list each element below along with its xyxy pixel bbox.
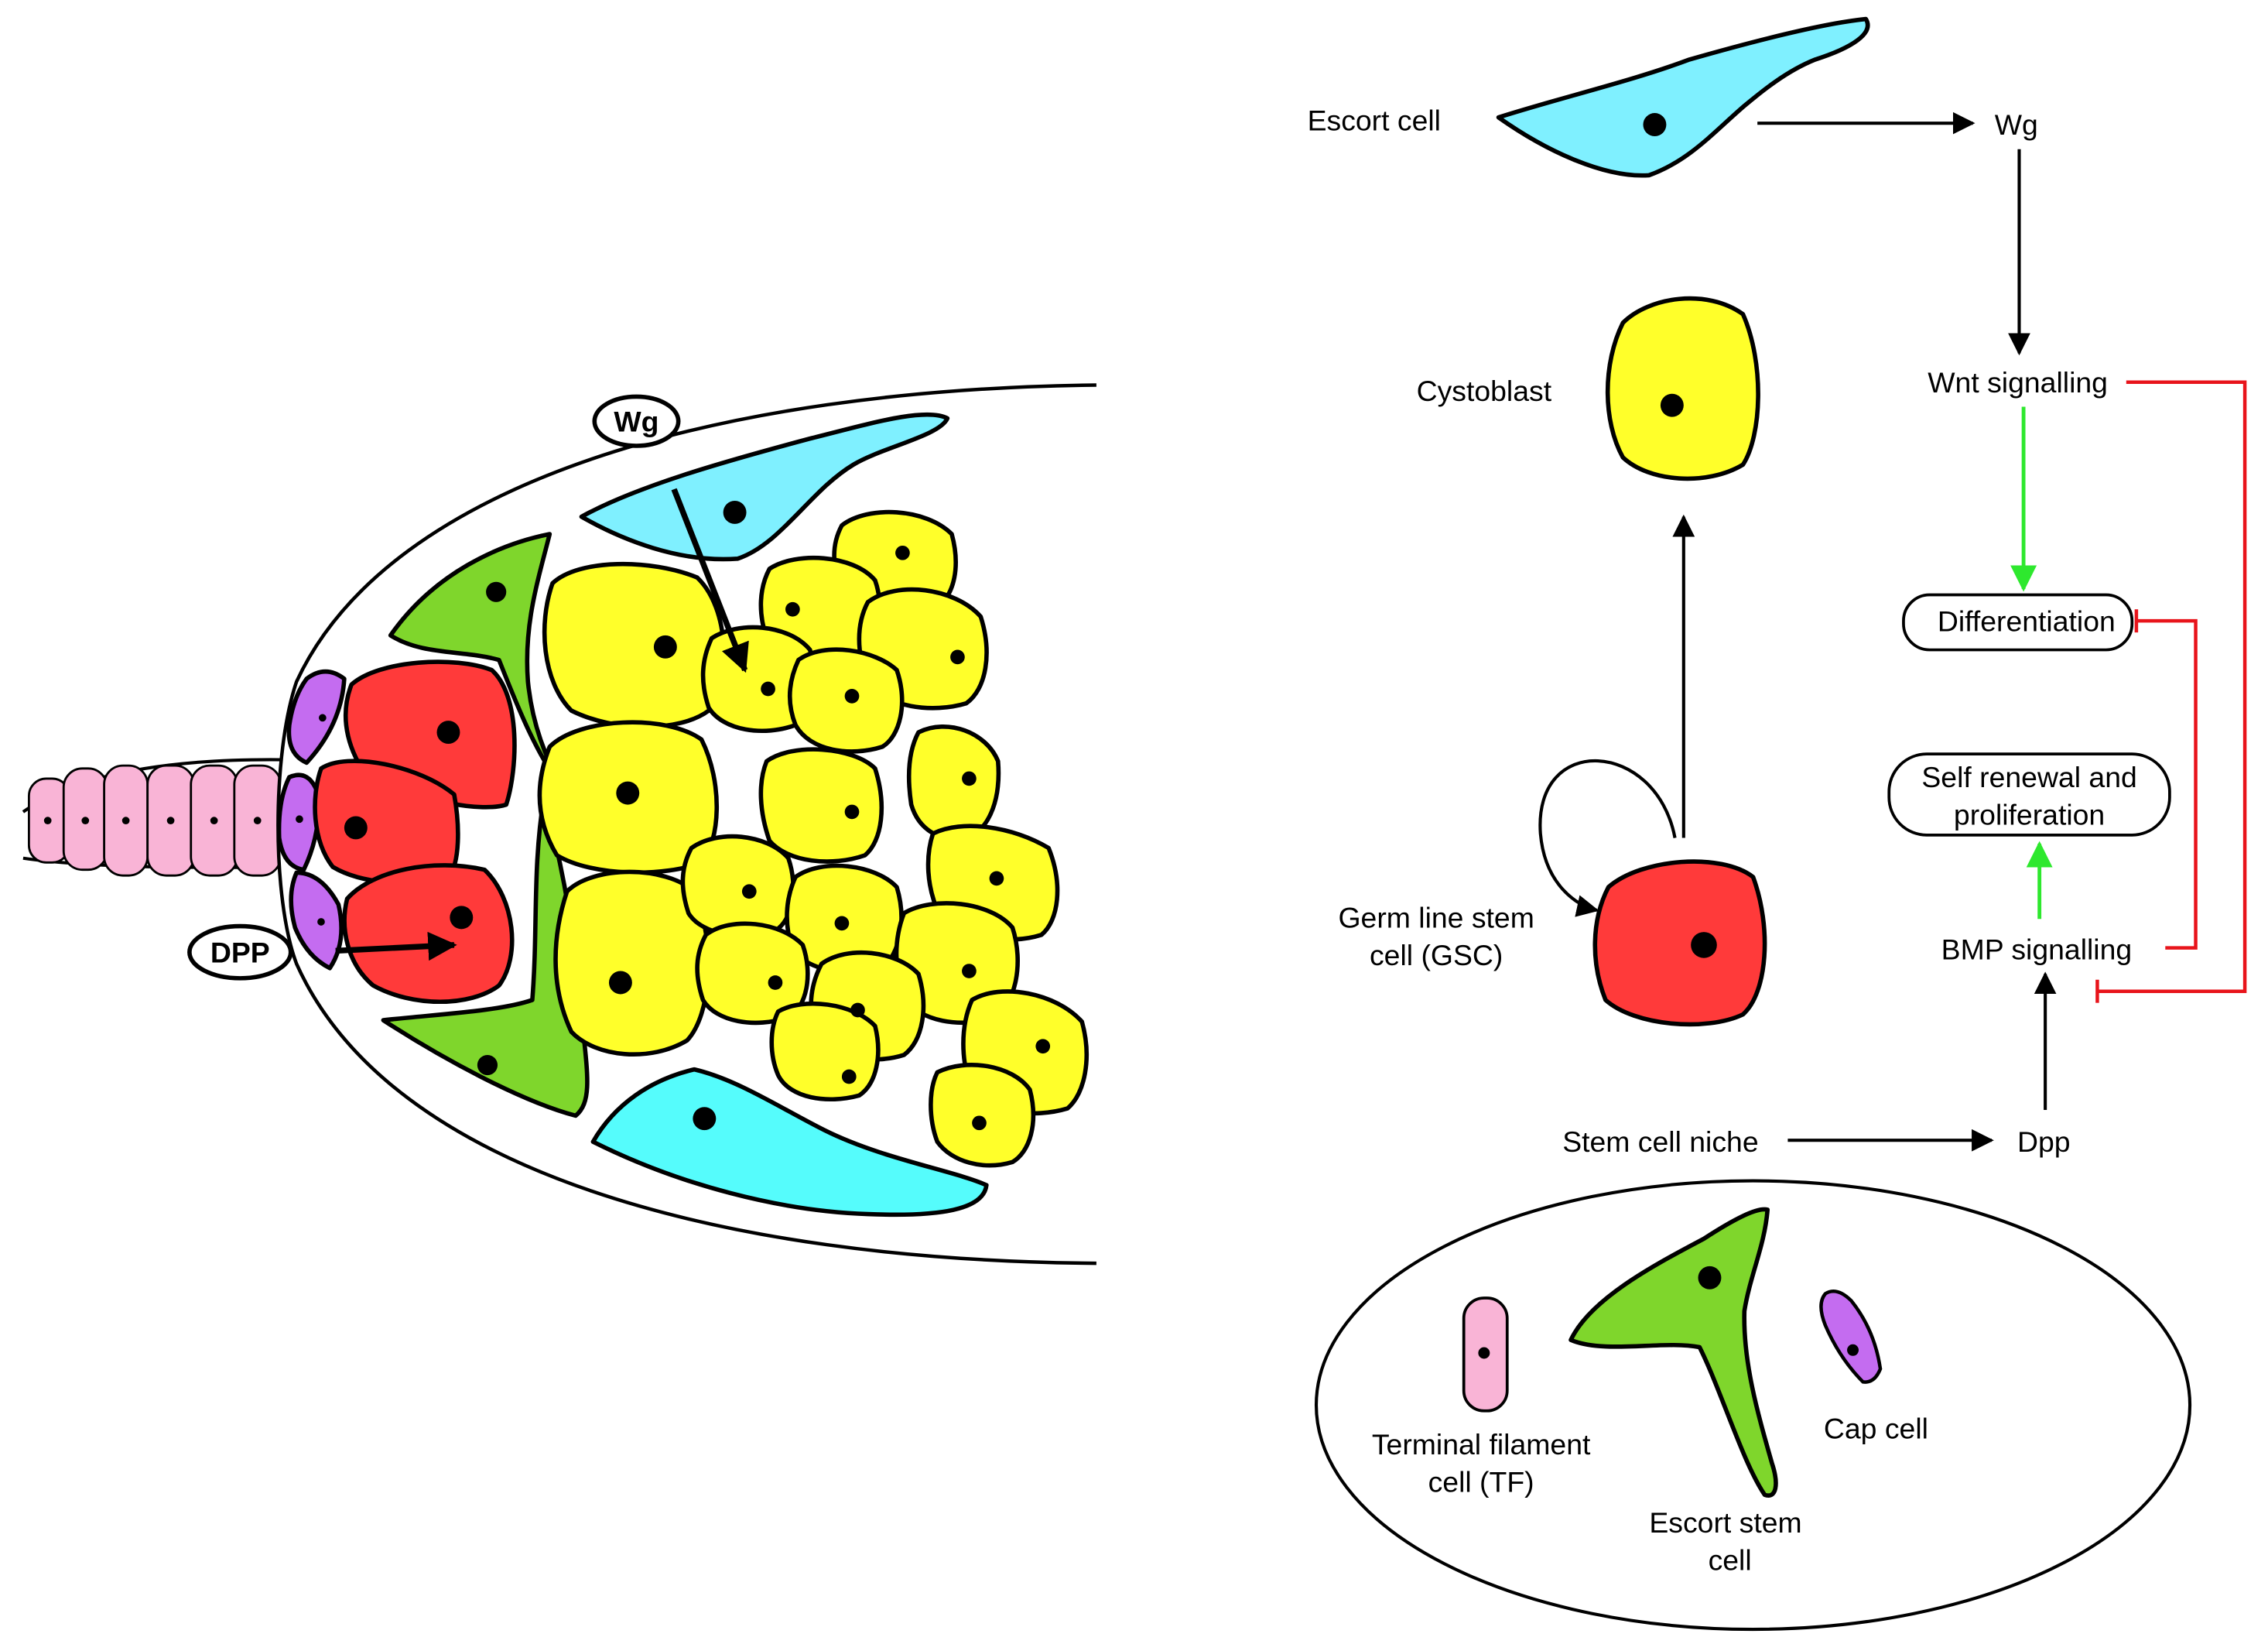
self-renewal-box	[1887, 752, 2171, 837]
escort-cell-shape	[1496, 16, 1870, 178]
wnt-inhibits-bmp-line	[2097, 380, 2247, 993]
gsc-label-line2: cell (GSC)	[1370, 939, 1503, 971]
self-renewal-label-line1: Self renewal and	[1921, 761, 2136, 793]
stem-cell-niche-label: Stem cell niche	[1562, 1125, 1758, 1158]
escort-cell-label: Escort cell	[1308, 104, 1441, 136]
escort-cells-germarium	[579, 412, 989, 1218]
escort-stem-label-line1: Escort stem	[1649, 1506, 1801, 1539]
differentiation-label: Differentiation	[1938, 605, 2116, 637]
wnt-signalling-label: Wnt signalling	[1928, 366, 2108, 399]
dpp-signal-arrow	[335, 931, 457, 961]
dpp-tag: DPP	[187, 923, 293, 981]
dpp-tag-label: DPP	[210, 936, 270, 968]
cap-cell-label: Cap cell	[1824, 1412, 1928, 1444]
escort-cell-nucleus	[1643, 113, 1667, 136]
escort-stem-cell	[1568, 1207, 1778, 1498]
terminal-filament-cells	[27, 764, 282, 877]
tf-label-line1: Terminal filament	[1372, 1428, 1591, 1461]
gsc-nucleus	[1691, 932, 1717, 958]
cystoblast-nuclei	[741, 545, 1051, 1131]
wg-tag-label: Wg	[614, 405, 659, 437]
germarium-panel: Wg DPP	[22, 383, 1096, 1266]
cap-cells	[276, 669, 347, 971]
gsc-label-line1: Germ line stem	[1338, 901, 1534, 933]
gsc-shape	[1592, 859, 1767, 1027]
escort-stem-label-line2: cell	[1709, 1543, 1752, 1576]
cystoblast-label: Cystoblast	[1417, 375, 1552, 407]
wg-signal-arrow	[671, 488, 749, 673]
cystoblast-nucleus	[1660, 393, 1684, 417]
pathway-panel: Escort cell Wg Cystoblast Germ line stem…	[1308, 16, 2247, 1632]
stem-cell-niche: Terminal filament cell (TF) Escort stem …	[1314, 1179, 2192, 1632]
bmp-signalling-label: BMP signalling	[1941, 933, 2133, 966]
cystoblasts-large	[537, 561, 727, 1057]
self-renewal-label-line2: proliferation	[1954, 799, 2105, 831]
bmp-inhibits-differentiation-line	[2136, 618, 2198, 950]
cap-cell	[1819, 1290, 1883, 1384]
cystoblast-shape	[1605, 296, 1760, 481]
cystoblasts-small	[680, 509, 1089, 1168]
differentiation-box	[1902, 593, 2134, 652]
dpp-label: Dpp	[2017, 1125, 2071, 1158]
wg-tag: Wg	[592, 394, 681, 448]
wg-label: Wg	[1995, 108, 2038, 141]
gsc-self-renewal-loop	[1538, 759, 1677, 917]
tf-label-line2: cell (TF)	[1428, 1465, 1534, 1498]
